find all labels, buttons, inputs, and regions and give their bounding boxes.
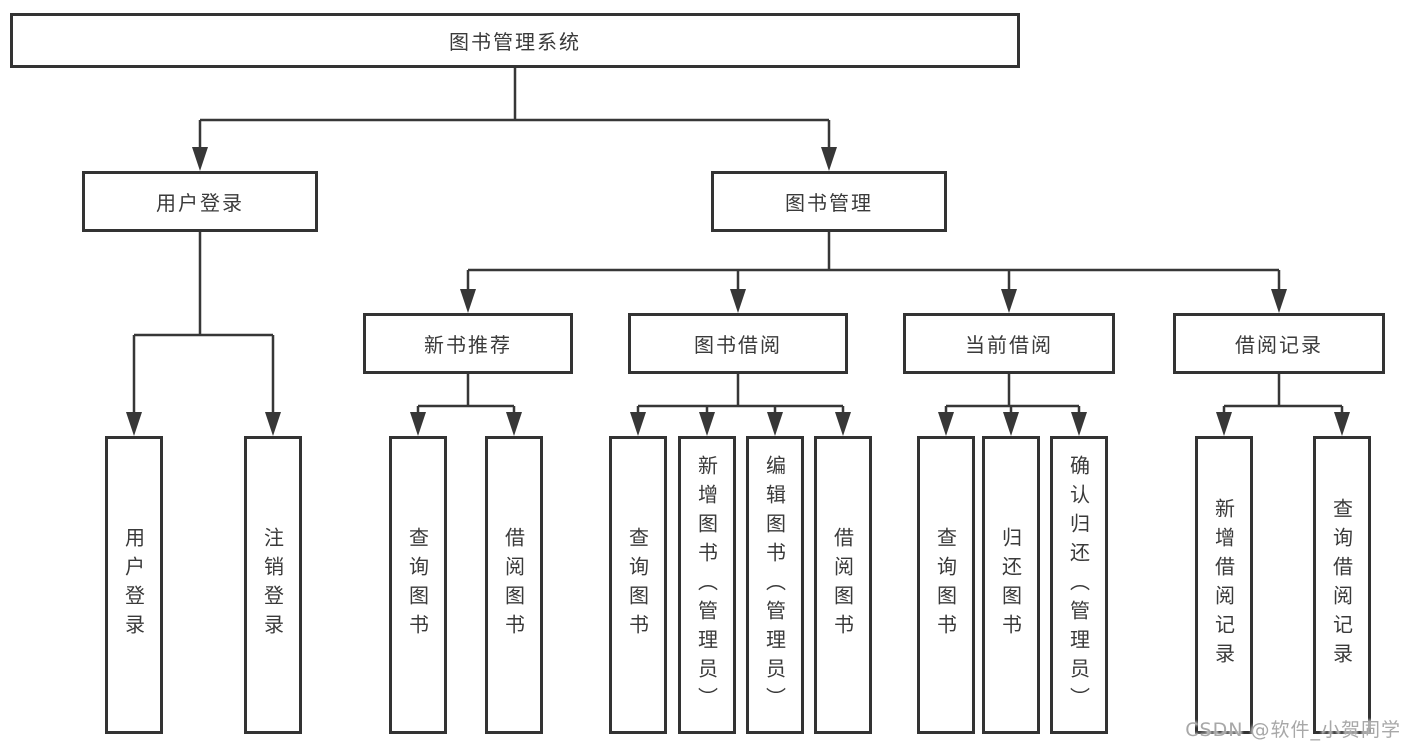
leaf-edit-books-admin-label: 编辑图书（管理员）: [762, 454, 787, 716]
leaf-current-query-books: 查询图书: [917, 436, 975, 734]
leaf-add-borrow-record-label: 新增借阅记录: [1211, 498, 1236, 672]
leaf-return-books: 归还图书: [982, 436, 1040, 734]
node-borrow-records: 借阅记录: [1173, 313, 1385, 374]
leaf-user-login: 用户登录: [105, 436, 163, 734]
node-new-book-recommend-label: 新书推荐: [424, 333, 512, 357]
leaf-logout: 注销登录: [244, 436, 302, 734]
node-user-login: 用户登录: [82, 171, 318, 232]
leaf-logout-label: 注销登录: [260, 527, 285, 643]
leaf-borrow-books-label: 借阅图书: [830, 527, 855, 643]
leaf-current-query-books-label: 查询图书: [933, 527, 958, 643]
node-new-book-recommend: 新书推荐: [363, 313, 573, 374]
leaf-confirm-return-admin: 确认归还（管理员）: [1050, 436, 1108, 734]
leaf-add-borrow-record: 新增借阅记录: [1195, 436, 1253, 734]
node-user-login-label: 用户登录: [156, 191, 244, 215]
node-borrow-records-label: 借阅记录: [1235, 333, 1323, 357]
leaf-add-books-admin: 新增图书（管理员）: [678, 436, 736, 734]
leaf-return-books-label: 归还图书: [998, 527, 1023, 643]
node-current-borrow-label: 当前借阅: [965, 333, 1053, 357]
node-book-borrow-label: 图书借阅: [694, 333, 782, 357]
leaf-user-login-label: 用户登录: [121, 527, 146, 643]
node-root: 图书管理系统: [10, 13, 1020, 68]
leaf-recommend-query-books: 查询图书: [389, 436, 447, 734]
leaf-confirm-return-admin-label: 确认归还（管理员）: [1066, 454, 1091, 716]
leaf-query-borrow-record-label: 查询借阅记录: [1329, 498, 1354, 672]
leaf-borrow-query-books: 查询图书: [609, 436, 667, 734]
node-root-label: 图书管理系统: [449, 30, 581, 54]
leaf-borrow-books: 借阅图书: [814, 436, 872, 734]
leaf-recommend-borrow-books: 借阅图书: [485, 436, 543, 734]
node-book-borrow: 图书借阅: [628, 313, 848, 374]
leaf-recommend-borrow-books-label: 借阅图书: [501, 527, 526, 643]
watermark: CSDN @软件_小贺同学: [1185, 719, 1401, 741]
node-book-management-label: 图书管理: [785, 191, 873, 215]
node-book-management: 图书管理: [711, 171, 947, 232]
leaf-edit-books-admin: 编辑图书（管理员）: [746, 436, 804, 734]
leaf-query-borrow-record: 查询借阅记录: [1313, 436, 1371, 734]
leaf-recommend-query-books-label: 查询图书: [405, 527, 430, 643]
leaf-borrow-query-books-label: 查询图书: [625, 527, 650, 643]
node-current-borrow: 当前借阅: [903, 313, 1115, 374]
leaf-add-books-admin-label: 新增图书（管理员）: [694, 454, 719, 716]
